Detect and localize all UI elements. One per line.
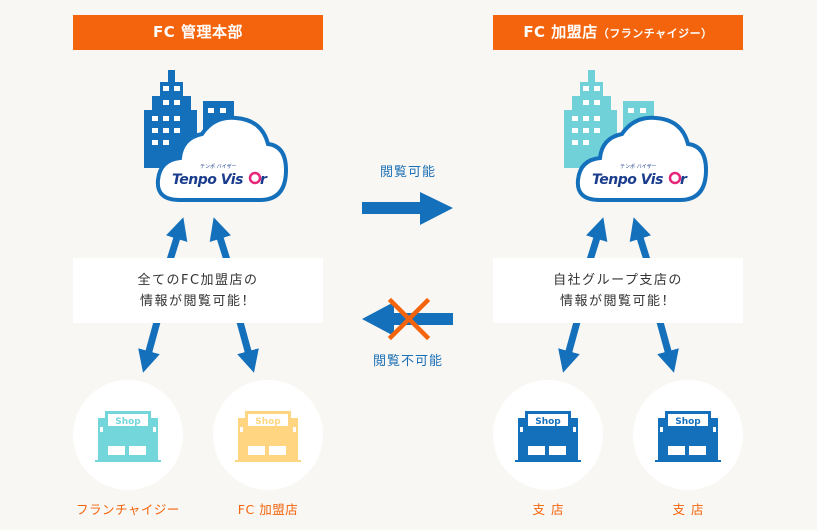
shop-icon: Shop [655,411,721,462]
branch-shop: Shop [633,380,743,490]
arrow-down-icon [656,321,679,373]
shop-label: 支店 [532,502,570,517]
arrow-right-icon [362,192,453,225]
view-allowed-label: 閲覧可能 [379,165,436,180]
svg-text:Shop: Shop [115,417,141,427]
arrow-up-icon [209,217,232,262]
svg-text:Shop: Shop [675,417,701,427]
franchisee-header: FC 加盟店（フランチャイジー） [493,15,743,50]
arrow-down-icon [236,321,259,373]
info-line: 情報が閲覧可能！ [139,293,256,309]
hq-header: FC 管理本部 [73,15,323,50]
svg-text:Tenpo Vis: Tenpo Vis [592,172,663,188]
tenpovisor-logo: テンポ バイザー Tenpo Vis r [172,163,268,188]
arrow-down-icon [558,321,581,373]
info-line: 全てのFC加盟店の [137,272,259,288]
branch-shop: Shop [493,380,603,490]
svg-text:Shop: Shop [255,417,281,427]
shop-label: 支店 [672,502,710,517]
info-line: 自社グループ支店の [553,272,683,288]
cloud-icon [155,115,289,202]
hq-header-title: FC 管理本部 [153,23,243,41]
franchisee-header-title: FC 加盟店 [523,23,598,41]
arrow-up-icon [629,217,652,262]
shop-icon: Shop [515,411,581,462]
hq-info-box: 全てのFC加盟店の 情報が閲覧可能！ [73,258,323,323]
franchisee-shop: Shop [73,380,183,490]
tenpovisor-logo: テンポ バイザー Tenpo Vis r [592,163,688,188]
arrow-down-icon [138,321,161,373]
hq-building-cloud-icon: テンポ バイザー Tenpo Vis r [144,70,289,202]
info-line: 情報が閲覧可能！ [559,293,676,309]
shop-icon: Shop [235,411,301,462]
svg-text:r: r [260,172,268,188]
franchisee-building-cloud-icon: テンポ バイザー Tenpo Vis r [564,70,709,202]
svg-text:Tenpo Vis: Tenpo Vis [172,172,243,188]
franchisee-header-subtitle: （フランチャイジー） [597,27,713,40]
fc-member-shop: Shop [213,380,323,490]
shop-icon: Shop [95,411,161,462]
shop-label: FC 加盟店 [237,502,299,517]
svg-text:Shop: Shop [535,417,561,427]
arrow-up-icon [585,217,608,262]
cloud-icon [575,115,709,202]
arrow-up-icon [165,217,188,262]
cross-icon [387,297,431,341]
view-denied-label: 閲覧不可能 [372,354,443,369]
logo-ruby: テンポ バイザー [200,163,237,170]
shop-label: フランチャイジー [76,502,180,517]
franchisee-info-box: 自社グループ支店の 情報が閲覧可能！ [493,258,743,323]
logo-ruby: テンポ バイザー [620,163,657,170]
svg-text:r: r [680,172,688,188]
